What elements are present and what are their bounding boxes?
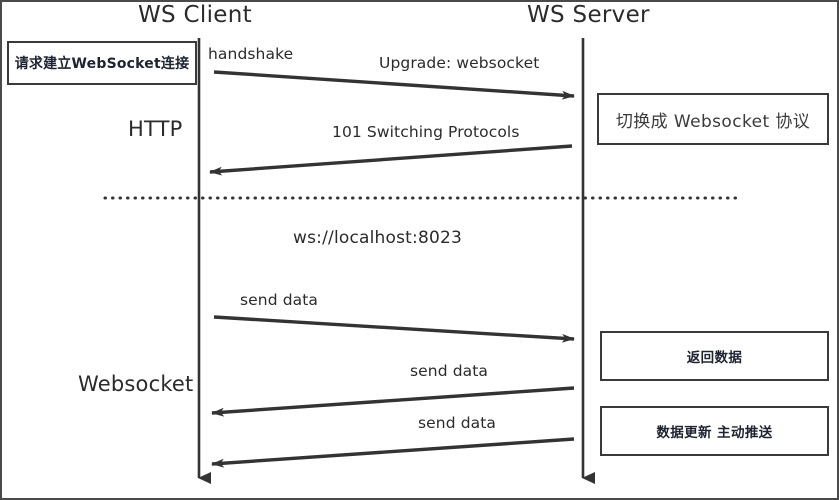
actor-title-client: WS Client [138, 2, 252, 28]
message-send-data-2-arrow [211, 386, 575, 417]
note-push-data-text: 数据更新 主动推送 [656, 425, 773, 441]
message-101-arrow [209, 144, 573, 176]
note-push-data: 数据更新 主动推送 [600, 406, 829, 456]
note-switch-protocol-text: 切换成 Websocket 协议 [615, 111, 811, 132]
note-request-connect-text: 请求建立WebSocket连接 [14, 56, 190, 72]
note-switch-protocol: 切换成 Websocket 协议 [597, 93, 829, 145]
message-send-data-1-arrow [213, 315, 575, 343]
message-send-data-3-label: send data [418, 414, 497, 432]
note-return-data: 返回数据 [600, 331, 829, 381]
message-upgrade-label: Upgrade: websocket [379, 54, 540, 72]
message-101-label: 101 Switching Protocols [332, 123, 520, 141]
http-phase-label: HTTP [128, 117, 183, 141]
message-send-data-2-label: send data [410, 362, 489, 380]
message-send-data-3-arrow [211, 437, 575, 468]
note-request-connect: 请求建立WebSocket连接 [7, 41, 197, 85]
websocket-phase-label: Websocket [78, 372, 194, 396]
message-handshake-arrow [213, 70, 575, 100]
message-send-data-1-label: send data [240, 291, 319, 309]
note-return-data-text: 返回数据 [686, 350, 743, 366]
websocket-url-label: ws://localhost:8023 [293, 228, 463, 248]
message-handshake-label: handshake [208, 45, 294, 63]
actor-title-server: WS Server [527, 2, 650, 28]
